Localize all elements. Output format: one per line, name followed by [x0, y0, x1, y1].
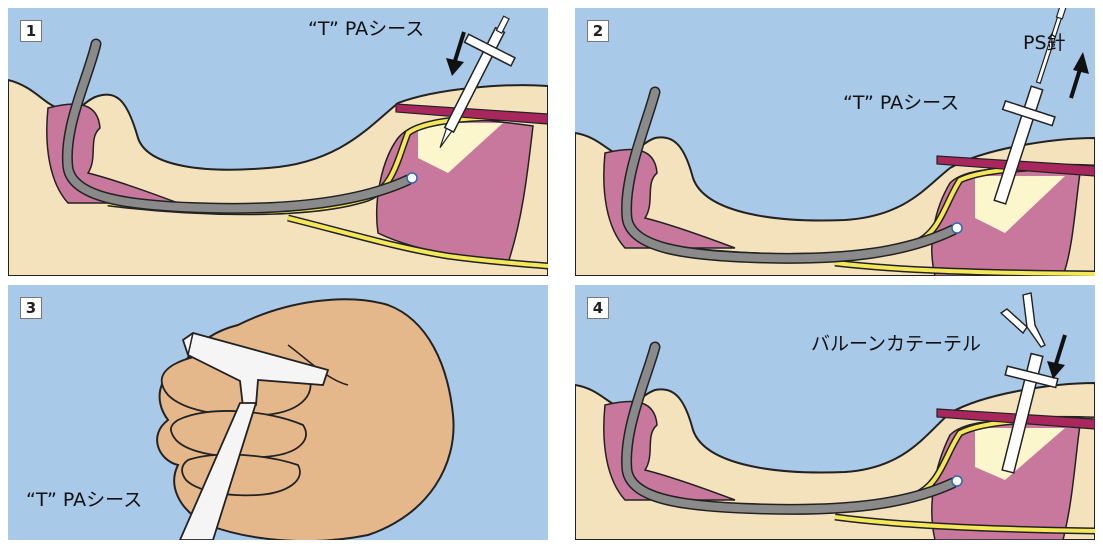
panel-4: 4 バルーンカテーテル — [575, 285, 1095, 540]
panel-3: 3 “T” PAシース — [8, 285, 548, 540]
panel-2: 2 PS針 “T” PAシース — [575, 8, 1095, 276]
down-arrow-icon — [1047, 335, 1065, 379]
sheath-label: “T” PAシース — [308, 14, 424, 41]
panel-1: 1 “T” PAシース — [8, 8, 548, 276]
panel-number-2: 2 — [587, 20, 609, 42]
panel-4-illustration — [575, 285, 1095, 540]
needle-label: PS針 — [1023, 28, 1066, 55]
panel-number-1: 1 — [20, 20, 42, 42]
sheath-label: “T” PAシース — [26, 485, 142, 512]
panel-2-illustration — [575, 8, 1095, 276]
catheter-label: バルーンカテーテル — [811, 329, 981, 356]
panel-number-4: 4 — [587, 297, 609, 319]
down-arrow-icon — [446, 32, 464, 76]
sheath-label: “T” PAシース — [843, 88, 959, 115]
panel-number-3: 3 — [20, 297, 42, 319]
panel-1-illustration — [8, 8, 548, 276]
up-arrow-icon — [1071, 52, 1089, 98]
